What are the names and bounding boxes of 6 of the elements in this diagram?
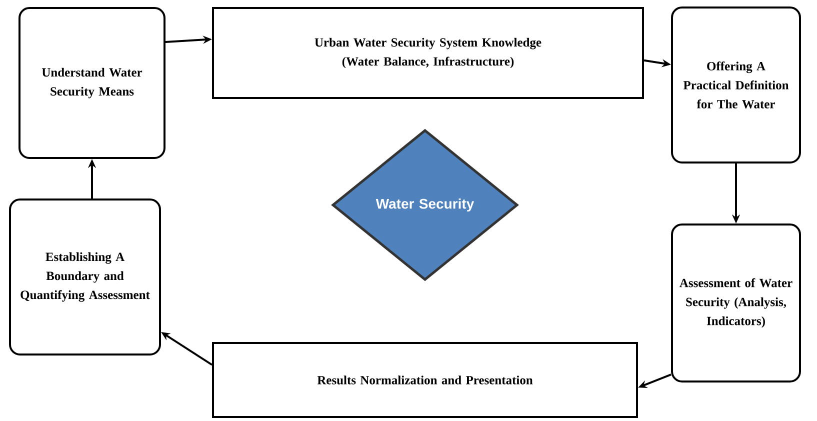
process-box: Results Normalization and Presentation — [212, 342, 638, 418]
process-box: Establishing A Boundary and Quantifying Assessment — [9, 198, 161, 356]
process-box: Understand Water Security Means — [18, 7, 166, 159]
process-box: Urban Water Security System Knowledge (Water Balance, Infrastructure) — [212, 7, 644, 99]
process-box: Assessment of Water Security (Analysis, Indicators) — [671, 224, 801, 382]
process-box: Offering A Practical Definition for The Water — [671, 6, 801, 164]
